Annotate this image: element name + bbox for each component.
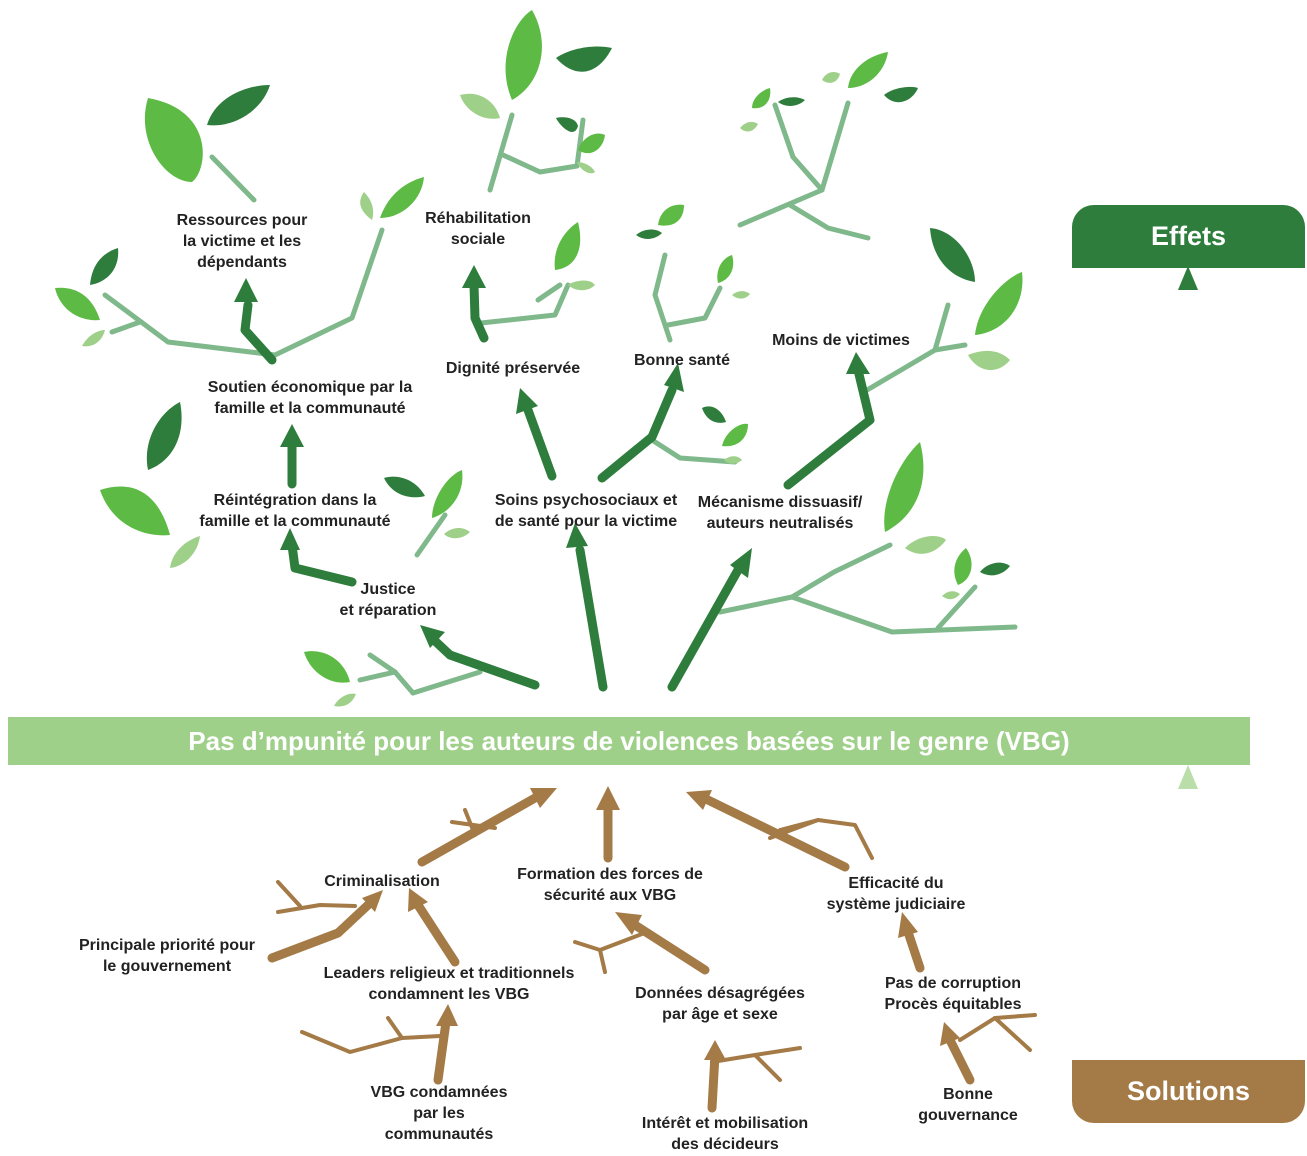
effect-mecanisme: Mécanisme dissuasif/ auteurs neutralisés [697,494,863,532]
effect-arrows [240,280,875,692]
solution-arrows [267,793,975,1113]
tree-branches [102,100,1018,696]
effect-arrowheads [234,265,870,648]
solution-donnees: Données désagrégées par âge et sexe [635,985,805,1023]
effects-box: Effets [1072,205,1305,268]
root-branches [276,808,1037,1082]
effect-soutien: Soutien économique par la famille et la … [207,379,413,417]
leaves [55,10,1023,707]
effect-justice: Justice et réparation [339,581,437,619]
effect-bonne-sante: Bonne santé [633,352,731,369]
solution-formation: Formation des forces de sécurité aux VBG [517,866,703,904]
solution-criminalisation: Criminalisation [324,873,440,890]
solution-arrowheads [362,786,960,1060]
solution-communautes: VBG condamnées par les communautés [370,1084,508,1143]
effect-rehabilitation: Réhabilitation sociale [425,210,531,248]
solution-leaders: Leaders religieux et traditionnels conda… [323,965,575,1003]
solution-corruption: Pas de corruption Procès équitables [884,975,1022,1013]
central-goal-banner: Pas d’mpunité pour les auteurs de violen… [8,717,1250,765]
effect-reintegration: Réintégration dans la famille et la comm… [199,492,391,530]
effect-soins: Soins psychosociaux et de santé pour la … [494,492,678,530]
solution-gouvernance: Bonne gouvernance [918,1086,1018,1124]
effect-dignite: Dignité préservée [445,360,581,377]
solution-priorite: Principale priorité pour le gouvernement [78,937,256,975]
effect-ressources: Ressources pour la victime et les dépend… [176,212,308,271]
side-progress-arrow [1178,266,1198,1060]
effect-moins-victimes: Moins de victimes [772,332,910,349]
solutions-box: Solutions [1072,1060,1305,1123]
solution-efficacite: Efficacité du système judiciaire [826,875,966,913]
solution-interet: Intérêt et mobilisation des décideurs [641,1115,809,1153]
